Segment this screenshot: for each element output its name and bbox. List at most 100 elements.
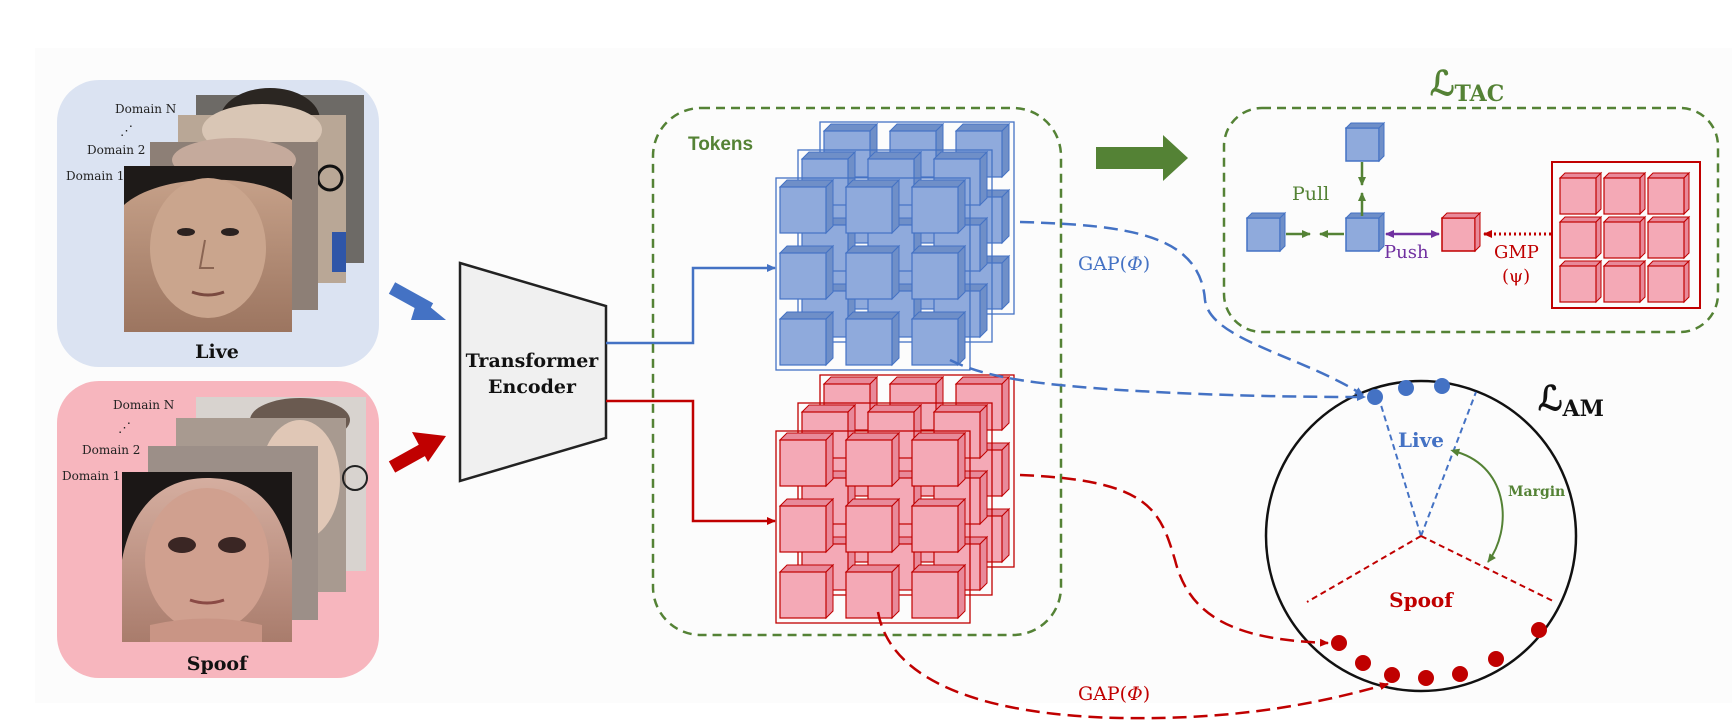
live-gap-phi: Φ bbox=[1127, 253, 1143, 275]
tac-spoof-grid bbox=[1558, 171, 1691, 304]
live-input-panel: Domain N ⋰ Domain 2 Domain 1 Live bbox=[57, 80, 379, 367]
encoder-to-spoof-tokens-arrow bbox=[606, 399, 776, 525]
gmp-psi-label: (ψ) bbox=[1502, 266, 1530, 287]
spoof-panel-label: Spoof bbox=[187, 653, 249, 675]
tac-grid-token-cube bbox=[1602, 259, 1647, 304]
live-gap-close: ) bbox=[1143, 253, 1150, 275]
am-title: ℒAM bbox=[1538, 379, 1604, 422]
transformer-encoder: Transformer Encoder bbox=[458, 261, 608, 483]
spoof-gap-label: GAP(Φ) bbox=[1078, 683, 1150, 705]
am-title-main: ℒ bbox=[1538, 379, 1563, 419]
live-face-stack bbox=[124, 88, 364, 332]
tac-grid-token-cube bbox=[1558, 171, 1603, 216]
live-gap-curve-lower bbox=[949, 358, 1366, 401]
live-token-cube bbox=[910, 310, 967, 367]
encoder-label-line1: Transformer bbox=[466, 350, 600, 372]
live-boundary-right bbox=[1420, 391, 1477, 537]
live-domain-dots: ⋰ bbox=[120, 124, 133, 139]
live-gap-label: GAP(Φ) bbox=[1078, 253, 1150, 275]
tac-loss-panel: ℒTAC Pull Push GMP (ψ) bbox=[1222, 64, 1720, 334]
am-hypersphere bbox=[1264, 379, 1578, 693]
encoder-trapezoid bbox=[458, 261, 608, 483]
spoof-embedding-point bbox=[1452, 666, 1468, 682]
live-boundary-left bbox=[1376, 391, 1422, 537]
live-input-arrow bbox=[388, 282, 446, 320]
tac-grid-token-cube bbox=[1602, 215, 1647, 260]
spoof-token-cube bbox=[844, 497, 901, 554]
am-live-label: Live bbox=[1398, 428, 1444, 452]
tac-title-main: ℒ bbox=[1430, 64, 1455, 104]
spoof-gap-curve-upper bbox=[1019, 473, 1329, 647]
tac-grid-token-cube bbox=[1646, 215, 1691, 260]
live-token-cube bbox=[910, 178, 967, 235]
live-token-cube-grid bbox=[775, 121, 1015, 371]
live-token-cube bbox=[778, 178, 835, 235]
live-token-cube bbox=[844, 310, 901, 367]
spoof-embedding-point bbox=[1531, 622, 1547, 638]
tac-grid-token-cube bbox=[1646, 171, 1691, 216]
spoof-embedding-point bbox=[1384, 667, 1400, 683]
live-token-cube bbox=[844, 178, 901, 235]
spoof-gap-close: ) bbox=[1143, 683, 1150, 705]
live-token-cube bbox=[778, 310, 835, 367]
tac-grid-token-cube bbox=[1646, 259, 1691, 304]
spoof-gap-phi: Φ bbox=[1127, 683, 1143, 705]
spoof-boundary-left bbox=[1306, 535, 1422, 603]
spoof-token-cube bbox=[910, 563, 967, 620]
spoof-domain-n-label: Domain N bbox=[113, 398, 174, 412]
tac-grid-token-cube bbox=[1602, 171, 1647, 216]
am-live-points bbox=[1367, 378, 1450, 405]
spoof-gap-curve-lower bbox=[876, 611, 1389, 720]
spoof-domain-dots: ⋰ bbox=[118, 421, 131, 436]
margin-label: Margin bbox=[1508, 484, 1565, 500]
spoof-token-cube bbox=[910, 497, 967, 554]
live-embedding-point bbox=[1398, 380, 1414, 396]
spoof-embedding-point bbox=[1418, 670, 1434, 686]
live-panel-label: Live bbox=[195, 341, 239, 363]
spoof-input-arrow bbox=[388, 432, 446, 473]
spoof-gap-text: GAP( bbox=[1078, 683, 1127, 705]
spoof-face-stack bbox=[122, 397, 368, 642]
live-layer-frame bbox=[775, 177, 971, 371]
tac-title: ℒTAC bbox=[1430, 64, 1504, 107]
live-gap-text: GAP( bbox=[1078, 253, 1127, 275]
margin-arrow bbox=[1450, 448, 1504, 563]
tac-spoof-grid-frame bbox=[1551, 161, 1701, 309]
pull-label: Pull bbox=[1292, 183, 1329, 205]
am-spoof-points bbox=[1331, 622, 1547, 686]
live-domain-n-label: Domain N bbox=[115, 102, 176, 116]
tac-grid-token-cube bbox=[1558, 215, 1603, 260]
encoder-to-live-tokens-arrow bbox=[606, 264, 776, 345]
spoof-embedding-point bbox=[1331, 635, 1347, 651]
tac-spoof-cube bbox=[1440, 211, 1482, 253]
spoof-domain-2-label: Domain 2 bbox=[82, 443, 140, 457]
live-token-cube bbox=[778, 244, 835, 301]
live-gap-curve-upper bbox=[1019, 220, 1364, 397]
spoof-token-cube bbox=[844, 563, 901, 620]
spoof-token-cube-grid bbox=[775, 374, 1015, 624]
am-spoof-label: Spoof bbox=[1389, 588, 1454, 612]
tac-title-sub: TAC bbox=[1455, 81, 1505, 107]
am-title-sub: AM bbox=[1562, 396, 1604, 422]
push-label: Push bbox=[1384, 242, 1429, 263]
live-token-cube bbox=[844, 244, 901, 301]
tokens-to-tac-arrow bbox=[1096, 135, 1188, 181]
encoder-label-line2: Encoder bbox=[488, 376, 577, 398]
spoof-token-cube bbox=[910, 431, 967, 488]
tac-anchor-top-cube bbox=[1344, 121, 1386, 163]
live-token-cube bbox=[910, 244, 967, 301]
spoof-token-cube bbox=[844, 431, 901, 488]
spoof-token-cube bbox=[778, 431, 835, 488]
tac-anchor-left-cube bbox=[1245, 211, 1287, 253]
live-embedding-point bbox=[1434, 378, 1450, 394]
spoof-token-cube bbox=[778, 497, 835, 554]
spoof-layer-frame bbox=[775, 430, 971, 624]
spoof-embedding-point bbox=[1355, 655, 1371, 671]
tokens-label: Tokens bbox=[688, 134, 753, 155]
tokens-box bbox=[651, 106, 1063, 637]
spoof-embedding-point bbox=[1488, 651, 1504, 667]
tac-grid-token-cube bbox=[1558, 259, 1603, 304]
live-embedding-point bbox=[1367, 389, 1383, 405]
tac-anchor-center-cube bbox=[1344, 211, 1386, 253]
